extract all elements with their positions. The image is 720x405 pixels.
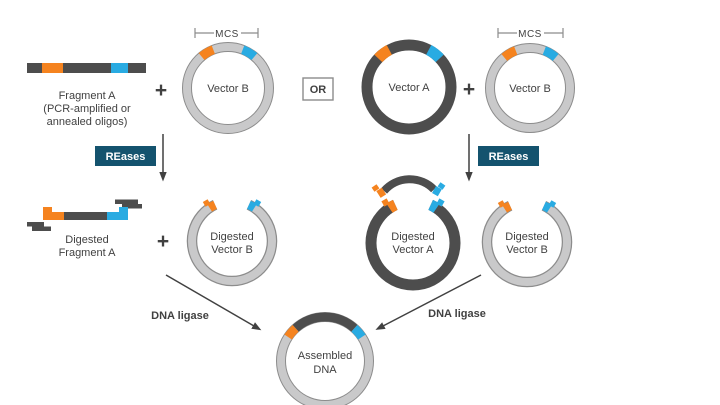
vector-a-label: Vector A bbox=[389, 82, 431, 94]
assembled-insert bbox=[292, 312, 358, 332]
svg-text:annealed oligos): annealed oligos) bbox=[47, 116, 128, 128]
reases-label-left: REases bbox=[106, 151, 146, 163]
or-box: OR bbox=[302, 77, 334, 101]
sticky-end-blue bbox=[428, 199, 440, 213]
sticky-end-orange bbox=[497, 200, 506, 208]
dna-ligase-label-left: DNA ligase bbox=[151, 310, 209, 322]
cutoff-piece-bottom bbox=[32, 226, 51, 231]
sticky-end-blue bbox=[246, 200, 257, 212]
svg-text:Vector A: Vector A bbox=[393, 244, 435, 256]
svg-text:Digested: Digested bbox=[65, 234, 108, 246]
digested-fragment-a-orange-end bbox=[43, 207, 64, 220]
vector-a-plasmid: Vector A bbox=[361, 39, 457, 135]
vector-b-left-orange-site bbox=[198, 45, 216, 61]
ligation-arrow-right bbox=[375, 274, 482, 330]
excised-mcs-fragment bbox=[371, 175, 446, 198]
svg-text:Assembled: Assembled bbox=[298, 350, 352, 362]
svg-text:Vector B: Vector B bbox=[506, 244, 548, 256]
sticky-end-blue bbox=[253, 199, 262, 207]
fragment-a-orange-site bbox=[42, 63, 63, 73]
sticky-end-blue bbox=[436, 198, 445, 207]
digested-vector-b-left-plasmid: Digested Vector B bbox=[186, 199, 278, 287]
sticky-end-orange bbox=[376, 187, 387, 198]
mcs-bracket-left: MCS bbox=[194, 28, 259, 40]
svg-text:Digested: Digested bbox=[505, 231, 548, 243]
vector-b-right-plasmid: Vector B bbox=[485, 43, 575, 133]
digested-vector-b-right-plasmid: Digested Vector B bbox=[481, 200, 573, 288]
svg-text:Digested: Digested bbox=[210, 231, 253, 243]
svg-text:Digested: Digested bbox=[391, 231, 434, 243]
svg-text:Fragment A: Fragment A bbox=[59, 90, 117, 102]
sticky-end-orange bbox=[202, 199, 211, 207]
vector-a-orange-site bbox=[374, 45, 393, 63]
sticky-end-blue bbox=[541, 201, 552, 213]
cutoff-piece-top bbox=[115, 199, 138, 204]
mcs-label-right: MCS bbox=[518, 29, 542, 40]
sticky-end-blue bbox=[437, 182, 446, 190]
svg-text:Fragment A: Fragment A bbox=[59, 247, 117, 259]
reases-label-right: REases bbox=[489, 151, 529, 163]
assembled-dna-plasmid: Assembled DNA bbox=[276, 312, 374, 405]
vector-b-left-plasmid: Vector B bbox=[182, 42, 274, 134]
sticky-end-orange bbox=[207, 200, 218, 212]
svg-text:(PCR-amplified or: (PCR-amplified or bbox=[43, 103, 131, 115]
fragment-a-label: Fragment A (PCR-amplified or annealed ol… bbox=[43, 90, 131, 128]
fragment-a-backbone bbox=[27, 63, 146, 73]
digested-vector-a-plasmid: Digested Vector A bbox=[365, 198, 461, 291]
mcs-label-left: MCS bbox=[215, 29, 239, 40]
svg-text:Vector B: Vector B bbox=[211, 244, 253, 256]
cutoff-piece-top bbox=[122, 204, 142, 209]
digested-fragment-a-blue-end bbox=[107, 207, 128, 220]
fragment-a-bar bbox=[27, 63, 146, 73]
plus-sign-top-left: + bbox=[155, 79, 167, 102]
sticky-end-orange bbox=[502, 201, 513, 213]
sticky-end-blue bbox=[432, 186, 442, 197]
plus-sign-top-right: + bbox=[463, 78, 475, 101]
sticky-end-orange bbox=[381, 198, 390, 207]
or-label: OR bbox=[310, 84, 327, 96]
svg-text:DNA: DNA bbox=[313, 364, 337, 376]
assembled-blue-junction bbox=[351, 324, 366, 340]
assembled-orange-junction bbox=[284, 324, 299, 340]
digested-fragment-a-group bbox=[27, 199, 142, 231]
reases-box-left: REases bbox=[95, 146, 156, 166]
vector-b-left-label: Vector B bbox=[207, 83, 249, 95]
sticky-end-orange bbox=[371, 184, 380, 192]
vector-b-right-label: Vector B bbox=[509, 83, 551, 95]
vector-b-left-blue-site bbox=[240, 45, 258, 61]
mcs-bracket-right: MCS bbox=[497, 28, 564, 40]
digested-fragment-a-backbone bbox=[60, 212, 111, 220]
fragment-a-blue-site bbox=[111, 63, 128, 73]
plus-sign-middle: + bbox=[157, 230, 169, 253]
sticky-end-orange bbox=[386, 199, 398, 213]
reases-box-right: REases bbox=[478, 146, 539, 166]
dna-ligase-label-right: DNA ligase bbox=[428, 308, 486, 320]
digested-fragment-a-label: Digested Fragment A bbox=[59, 234, 117, 259]
vector-b-right-blue-site bbox=[542, 46, 559, 61]
sticky-end-blue bbox=[548, 200, 557, 208]
cutoff-piece-bottom bbox=[27, 222, 44, 227]
ligation-arrow-left bbox=[165, 274, 262, 331]
vector-b-right-orange-site bbox=[501, 46, 518, 61]
vector-a-blue-site bbox=[425, 45, 444, 63]
